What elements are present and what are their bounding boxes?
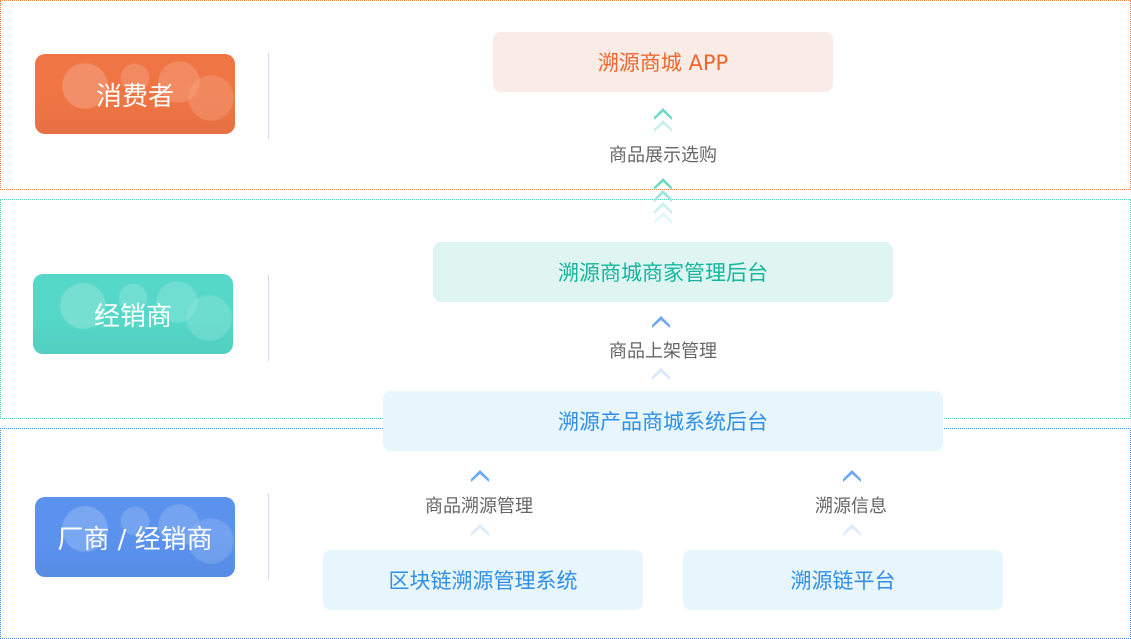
divider <box>268 275 269 361</box>
node-trace-mall-app: 溯源商城 APP <box>493 32 833 92</box>
divider <box>268 53 269 139</box>
chevron-up-icon <box>652 368 670 380</box>
role-manufacturer-label: 厂商 / 经销商 <box>57 524 213 555</box>
divider <box>268 494 269 580</box>
flow-label-trace-management: 商品溯源管理 <box>425 496 533 517</box>
node-system-backend: 溯源产品商城系统后台 <box>383 391 943 451</box>
chevron-up-icon <box>654 178 672 190</box>
node-label: 溯源产品商城系统后台 <box>558 410 768 434</box>
chevron-up-icon <box>843 524 861 536</box>
chevron-up-icon <box>654 202 672 214</box>
role-consumer-badge: 消费者 <box>35 54 235 134</box>
chevron-up-icon <box>843 470 861 482</box>
flow-label-listing-management: 商品上架管理 <box>609 341 717 362</box>
node-label: 溯源链平台 <box>790 569 896 593</box>
node-label: 溯源商城商家管理后台 <box>558 261 768 285</box>
flow-label-trace-info: 溯源信息 <box>815 496 887 517</box>
chevron-up-icon <box>654 190 672 202</box>
role-manufacturer-badge: 厂商 / 经销商 <box>35 497 235 577</box>
role-dealer-label: 经销商 <box>93 301 172 332</box>
node-label: 溯源商城 APP <box>597 51 729 75</box>
chevron-up-icon <box>471 524 489 536</box>
role-consumer-label: 消费者 <box>95 81 174 112</box>
node-blockchain-system: 区块链溯源管理系统 <box>323 550 643 610</box>
role-dealer-badge: 经销商 <box>33 274 233 354</box>
node-trace-chain-platform: 溯源链平台 <box>683 550 1003 610</box>
node-merchant-backend: 溯源商城商家管理后台 <box>433 242 893 302</box>
chevron-up-icon <box>654 108 672 120</box>
chevron-up-icon <box>471 470 489 482</box>
chevron-up-icon <box>654 120 672 132</box>
node-label: 区块链溯源管理系统 <box>388 569 578 593</box>
flow-label-display-purchase: 商品展示选购 <box>609 145 717 166</box>
chevron-up-icon <box>652 316 670 328</box>
chevron-up-icon <box>654 212 672 224</box>
